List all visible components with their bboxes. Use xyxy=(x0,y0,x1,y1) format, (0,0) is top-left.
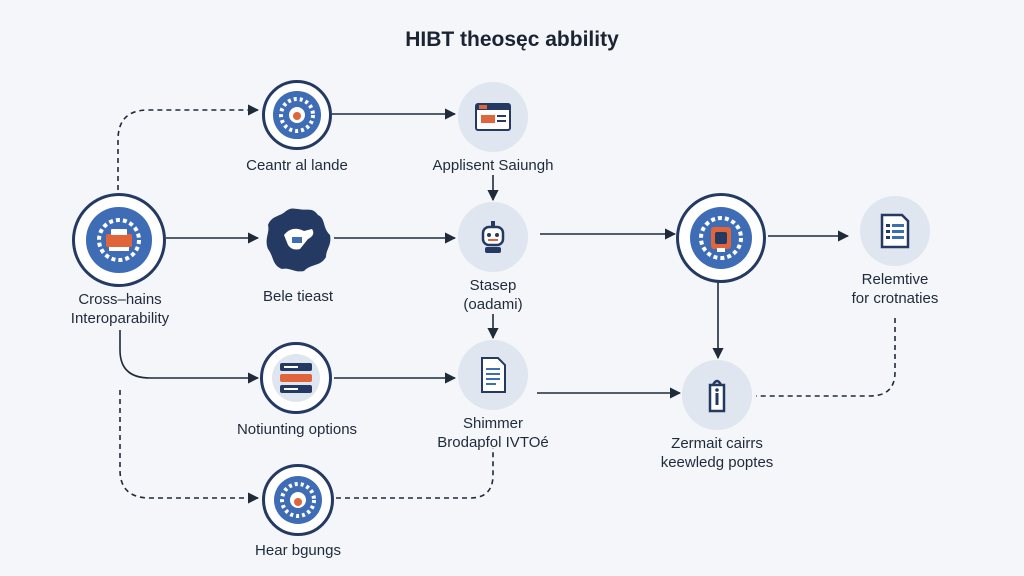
puzzle-hand-icon xyxy=(266,208,331,272)
node-central-lande[interactable] xyxy=(262,80,332,150)
label-zermait-line2: keewledg poptes xyxy=(660,454,774,471)
label-notiunting-options: Notiunting options xyxy=(236,421,358,438)
label-stasep-line2: (oadami) xyxy=(463,296,523,313)
label-zermait: Zermait cairrs keewledg poptes xyxy=(632,434,802,472)
robot-icon xyxy=(481,221,505,253)
node-shimmer[interactable] xyxy=(458,340,528,410)
label-relemtive-line1: Relemtive xyxy=(861,271,929,288)
label-shimmer: Shimmer Brodapfol IVTOé xyxy=(413,414,573,452)
network-hub-icon xyxy=(689,206,753,270)
gear-badge-icon xyxy=(273,91,321,139)
node-belie-tieast[interactable] xyxy=(262,205,334,275)
label-stasep: Stasep (oadami) xyxy=(413,276,573,314)
gear-badge-icon xyxy=(273,475,323,525)
node-hear-bgungs[interactable] xyxy=(262,464,334,536)
browser-window-icon xyxy=(475,103,511,131)
label-central-lande: Ceantr al lande xyxy=(246,157,348,174)
label-relemtive: Relemtive for crotnaties xyxy=(812,270,978,308)
file-list-icon xyxy=(880,213,910,249)
connector-cross-to-notiunting xyxy=(119,330,260,384)
connector-cross-to-central xyxy=(117,104,260,190)
node-cross-chain[interactable] xyxy=(72,193,166,287)
info-tag-icon xyxy=(708,379,726,413)
label-stasep-line1: Stasep xyxy=(469,277,517,294)
document-icon xyxy=(481,357,506,393)
label-cross-chain-line1: Cross–hains xyxy=(78,291,162,308)
node-relemtive[interactable] xyxy=(860,196,930,266)
label-applisent-saiungh: Applisent Saiungh xyxy=(432,157,554,174)
label-zermait-line1: Zermait cairrs xyxy=(671,435,763,452)
node-hub[interactable] xyxy=(676,193,766,283)
label-cross-chain: Cross–hains Interoparability xyxy=(40,290,200,328)
diagram-title: HIBT theosęc abbility xyxy=(405,28,619,51)
label-shimmer-line1: Shimmer xyxy=(462,415,523,432)
label-hear-bgungs: Hear bgungs xyxy=(255,542,341,559)
label-cross-chain-line2: Interoparability xyxy=(70,310,170,327)
node-zermait[interactable] xyxy=(682,360,752,430)
shield-gear-icon xyxy=(86,207,152,273)
connector-relemtive-to-zermait xyxy=(756,318,896,397)
node-notiunting-options[interactable] xyxy=(260,342,332,414)
connector-hear-to-shimmer xyxy=(336,448,494,499)
connector-cross-to-hear xyxy=(119,390,260,504)
server-stack-icon xyxy=(271,353,321,403)
node-applisent-saiungh[interactable] xyxy=(458,82,528,152)
node-stasep[interactable] xyxy=(458,202,528,272)
label-shimmer-line2: Brodapfol IVTOé xyxy=(437,434,549,451)
label-belie-tieast: Bele tieast xyxy=(262,288,334,305)
label-relemtive-line2: for crotnaties xyxy=(851,290,939,307)
